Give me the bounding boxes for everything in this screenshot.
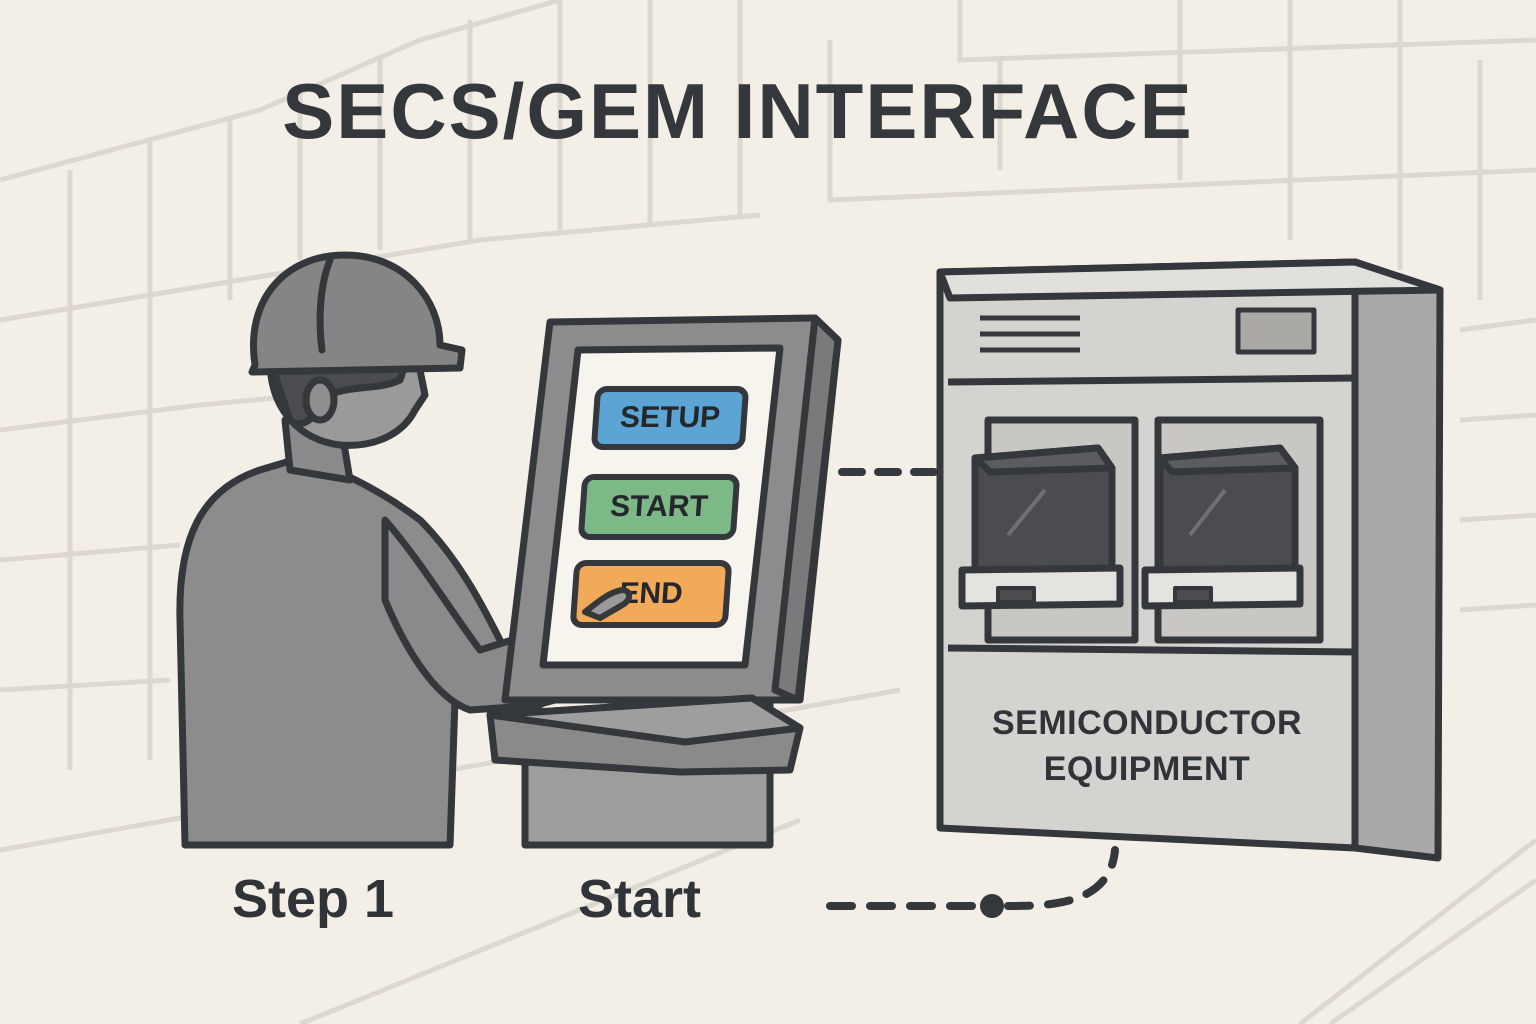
load-port-left xyxy=(958,416,1139,644)
equipment-side-panel xyxy=(1351,258,1444,862)
step-caption: Step 1 xyxy=(232,869,395,929)
status-display xyxy=(1235,307,1317,355)
end-button-label: END xyxy=(618,577,684,610)
setup-button[interactable]: SETUP xyxy=(590,386,750,450)
page-title: SECS/GEM INTERFACE xyxy=(282,67,1194,155)
semiconductor-equipment xyxy=(936,258,1444,862)
end-button[interactable]: END xyxy=(569,560,733,628)
load-port-right xyxy=(1141,416,1324,644)
equipment-label-line2: EQUIPMENT xyxy=(1043,750,1251,788)
start-button-label: START xyxy=(608,490,710,523)
flow-link-tail xyxy=(1004,846,1119,910)
equipment-label: SEMICONDUCTOR EQUIPMENT xyxy=(948,700,1346,792)
equipment-top xyxy=(936,258,1444,302)
equipment-label-line1: SEMICONDUCTOR xyxy=(992,704,1302,742)
setup-button-label: SETUP xyxy=(618,401,722,434)
start-button[interactable]: START xyxy=(577,474,741,540)
hard-hat-icon xyxy=(248,251,466,376)
connection-lines xyxy=(826,468,1119,910)
flow-node-dot xyxy=(980,894,1004,918)
vent-grille xyxy=(980,315,1080,353)
start-caption: Start xyxy=(578,869,702,929)
